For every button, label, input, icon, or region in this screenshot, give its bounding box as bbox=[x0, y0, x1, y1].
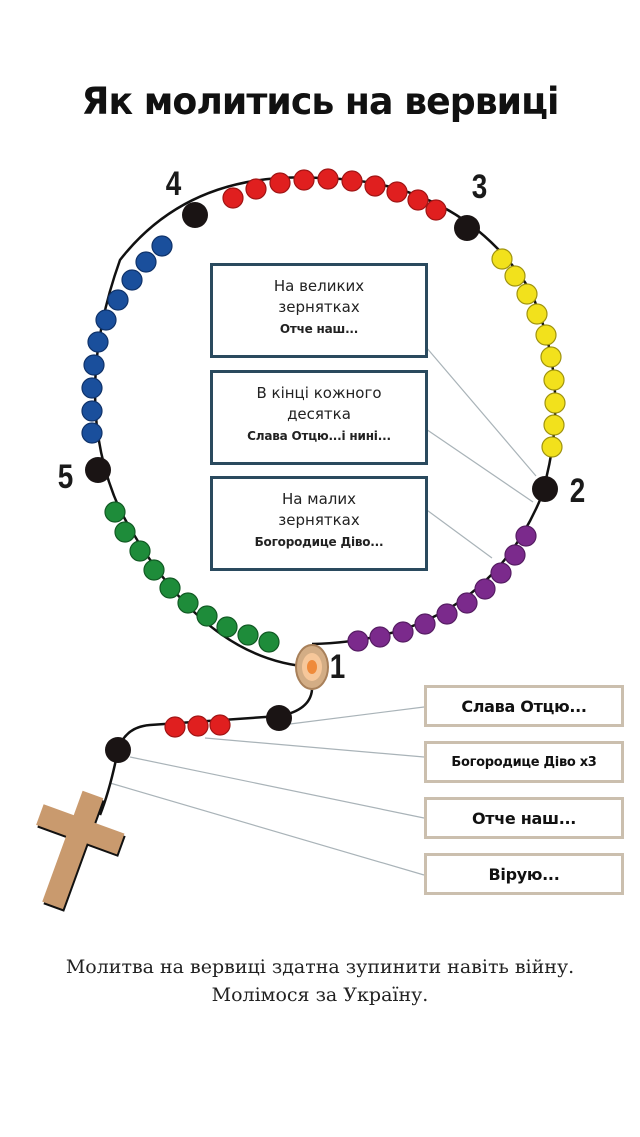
info-box-line2: зернятках bbox=[278, 511, 360, 529]
decade-3-red-beads bbox=[222, 168, 447, 221]
prayer-box-our-father: Отче наш... bbox=[424, 797, 624, 839]
decade-5-green-beads bbox=[104, 501, 280, 653]
info-box-line1: В кінці кожного bbox=[256, 384, 382, 402]
info-box-line2: зернятках bbox=[278, 298, 360, 316]
large-beads bbox=[85, 202, 558, 763]
decade-1-purple-beads bbox=[347, 525, 537, 652]
decade-number-4: 4 bbox=[165, 165, 182, 203]
decade-number-2: 2 bbox=[569, 472, 586, 510]
prayer-box-creed: Вірую... bbox=[424, 853, 624, 895]
caption-line-2: Молімося за Україну. bbox=[211, 984, 429, 1006]
info-box-prayer: Отче наш... bbox=[279, 322, 359, 336]
decade-2-yellow-beads bbox=[491, 248, 566, 458]
info-box-prayer: Слава Отцю...і нині... bbox=[247, 429, 391, 443]
decade-number-1: 1 bbox=[329, 648, 346, 686]
info-box-line2: десятка bbox=[287, 405, 351, 423]
cross-icon bbox=[36, 790, 126, 912]
decade-4-blue-beads bbox=[81, 235, 173, 444]
prayer-box-glory-be: Слава Отцю... bbox=[424, 685, 624, 727]
info-box-large-beads: На великих зернятках Отче наш... bbox=[210, 263, 428, 358]
decade-number-3: 3 bbox=[471, 168, 488, 206]
decade-number-5: 5 bbox=[57, 458, 74, 496]
info-box-small-beads: На малих зернятках Богородице Діво... bbox=[210, 476, 428, 571]
leader-lines bbox=[109, 339, 537, 876]
info-box-prayer: Богородице Діво... bbox=[254, 535, 384, 549]
pendant-red-beads bbox=[164, 714, 231, 738]
rosary-diagram bbox=[36, 168, 566, 912]
center-medal bbox=[295, 644, 329, 690]
page-title: Як молитись на вервиці bbox=[81, 80, 560, 123]
caption: Молитва на вервиці здатна зупинити навіт… bbox=[0, 953, 640, 1009]
prayer-box-hail-mary-x3: Богородице Діво х3 bbox=[424, 741, 624, 783]
info-box-line1: На малих bbox=[282, 490, 356, 508]
info-box-end-of-decade: В кінці кожного десятка Слава Отцю...і н… bbox=[210, 370, 428, 465]
info-box-line1: На великих bbox=[273, 277, 365, 295]
caption-line-1: Молитва на вервиці здатна зупинити навіт… bbox=[65, 956, 575, 978]
